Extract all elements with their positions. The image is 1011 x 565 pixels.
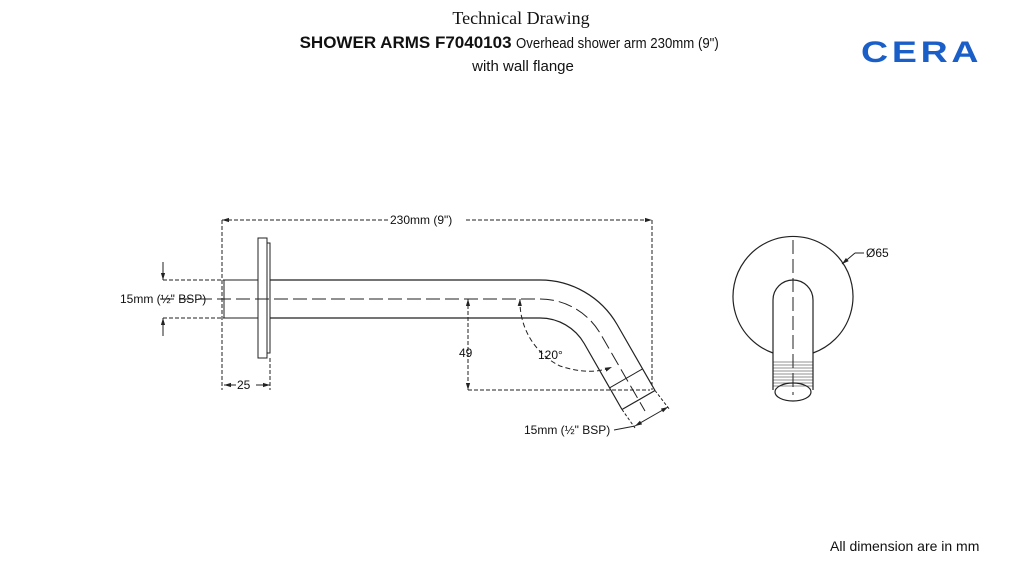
product-description-line2: with wall flange	[472, 58, 574, 75]
product-code: SHOWER ARMS F7040103	[299, 33, 512, 52]
product-description: Overhead shower arm 230mm (9")	[515, 35, 719, 52]
end-view: Ø65	[732, 235, 889, 402]
pipe-outer-edge	[270, 279, 656, 391]
inlet-thread-label: 15mm (½" BSP)	[120, 292, 206, 306]
flange-circle	[732, 235, 854, 354]
cera-logo: CERA	[861, 36, 983, 69]
product-heading: SHOWER ARMS F7040103 Overhead shower arm…	[0, 33, 1011, 53]
sheet-title: Technical Drawing	[452, 8, 590, 28]
wall-flange	[257, 237, 268, 359]
overall-length-label: 230mm (9")	[390, 213, 452, 227]
outlet-thread-label: 15mm (½" BSP)	[524, 423, 610, 437]
side-view: 230mm (9") 15mm (½" BSP) 25	[120, 213, 671, 437]
angle-label: 120°	[538, 348, 563, 362]
flange-diameter-label: Ø65	[866, 246, 889, 260]
inlet-length-label: 25	[237, 378, 251, 392]
drop-label: 49	[459, 346, 473, 360]
pipe-inner-edge	[270, 317, 623, 410]
centerline	[160, 298, 646, 412]
units-note: All dimension are in mm	[830, 538, 980, 554]
